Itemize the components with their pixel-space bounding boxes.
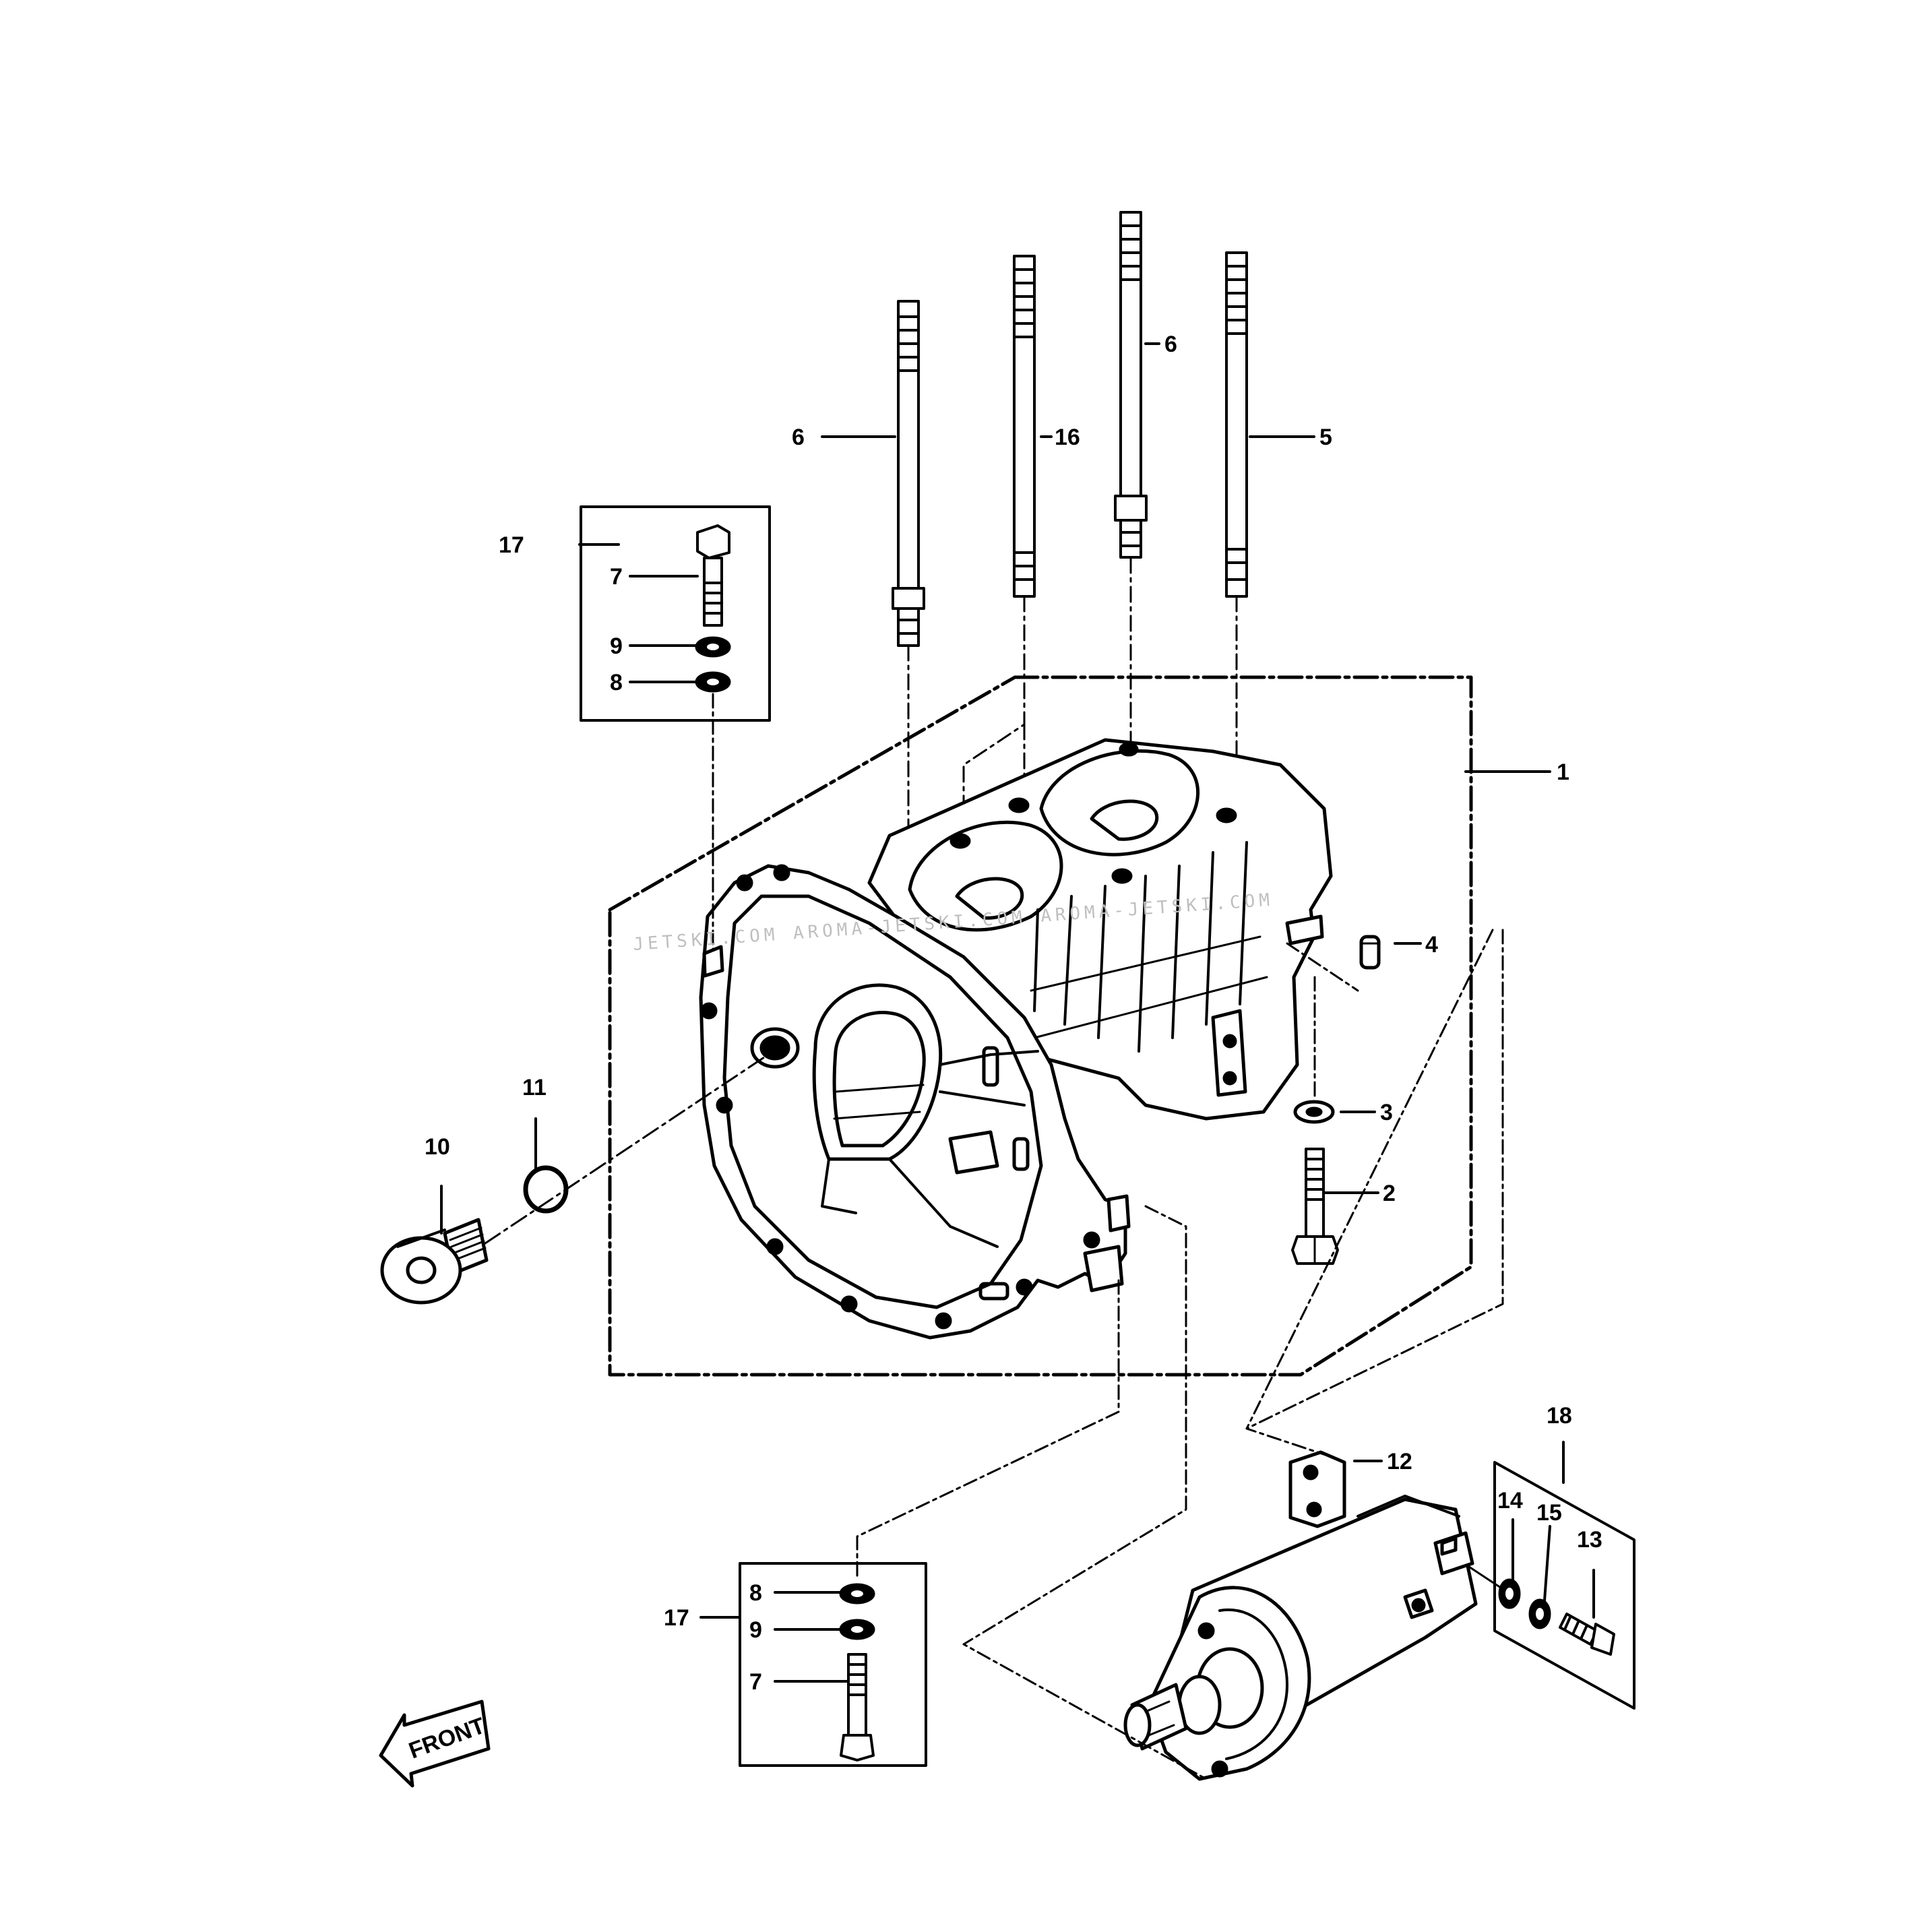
callout-17-upper: 17 — [499, 532, 524, 558]
stud-5 — [1225, 251, 1248, 598]
callout-2: 2 — [1383, 1181, 1396, 1206]
stud-16 — [1013, 255, 1036, 598]
drain-plug — [380, 1218, 489, 1305]
dowel-pin-guide — [1286, 942, 1359, 992]
callout-11: 11 — [522, 1075, 547, 1100]
washer-8-upper — [695, 671, 731, 693]
callout-8-lower: 8 — [749, 1580, 762, 1606]
callout-6-left: 6 — [792, 425, 805, 450]
callout-14: 14 — [1497, 1488, 1523, 1514]
washer-8-lower — [839, 1583, 875, 1604]
callout-9-upper: 9 — [610, 633, 623, 659]
lock-washer-14 — [1498, 1578, 1521, 1609]
callout-7-upper: 7 — [610, 564, 623, 590]
callout-13: 13 — [1577, 1527, 1602, 1553]
callout-9-lower: 9 — [749, 1617, 762, 1643]
starter-motor — [1123, 1495, 1478, 1781]
bolt-7-upper — [696, 524, 730, 627]
callout-10: 10 — [425, 1134, 450, 1160]
lock-washer-9-upper — [695, 636, 731, 658]
starter-screw-guide — [1468, 1565, 1504, 1590]
bolt-set-box-lower — [739, 1562, 927, 1767]
bolt-7-lower — [840, 1653, 875, 1762]
starter-hardware-box — [1493, 1461, 1635, 1710]
crankcase-group-outline — [608, 675, 1473, 1377]
drain-axis — [484, 1053, 770, 1245]
callout-17-lower: 17 — [664, 1605, 689, 1631]
o-ring — [523, 1165, 569, 1214]
callout-4: 4 — [1425, 932, 1438, 958]
callout-1: 1 — [1557, 759, 1569, 785]
crankcase — [699, 738, 1333, 1340]
dowel-pin — [1359, 935, 1381, 970]
front-arrow: FRONT — [379, 1700, 491, 1788]
starter-bracket — [1288, 1450, 1346, 1528]
stud-6-right — [1114, 211, 1148, 559]
callout-16: 16 — [1055, 425, 1080, 450]
starter-guide-lines — [962, 929, 1504, 1780]
callout-7-lower: 7 — [749, 1669, 762, 1695]
stud-6-left — [892, 300, 925, 647]
bolt-lower-guide — [856, 1279, 1120, 1582]
washer-15 — [1528, 1598, 1551, 1629]
callout-6-right: 6 — [1164, 332, 1177, 357]
callout-15: 15 — [1536, 1500, 1562, 1526]
bolt-set-box-upper — [580, 505, 771, 722]
callout-5: 5 — [1319, 425, 1332, 450]
crankcase-group-outline-diag — [608, 675, 1017, 912]
screw-13 — [1559, 1613, 1615, 1656]
callout-18: 18 — [1547, 1403, 1572, 1429]
callout-12: 12 — [1387, 1449, 1412, 1474]
bolt-2 — [1291, 1148, 1339, 1265]
callout-3: 3 — [1380, 1100, 1393, 1125]
callout-leaders — [440, 342, 1595, 1683]
washer-3 — [1293, 1100, 1335, 1124]
lock-washer-9-lower — [839, 1619, 875, 1640]
callout-8-upper: 8 — [610, 670, 623, 695]
callout-numbers: 1 4 3 2 5 6 16 6 17 7 9 8 11 10 12 18 14… — [425, 332, 1602, 1695]
